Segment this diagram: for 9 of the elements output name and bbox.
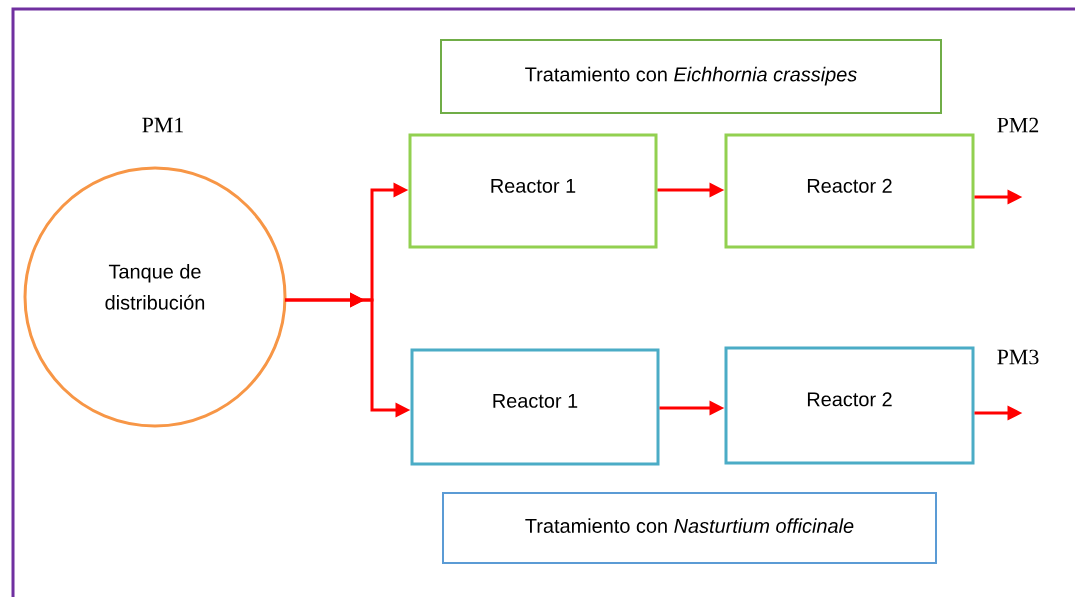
reactor-box: Reactor 1 — [410, 348, 660, 466]
reactor-box: Reactor 2 — [724, 346, 975, 465]
point-label: PM1 — [142, 117, 183, 133]
treatment-box: Tratamiento con Nasturtium officinale — [442, 492, 937, 564]
reactor-box: Reactor 1 — [408, 133, 658, 249]
reactor-box: Reactor 2 — [724, 133, 975, 249]
treatment-box: Tratamiento con Eichhornia crassipes — [440, 39, 942, 114]
point-label: PM3 — [997, 349, 1039, 365]
point-label: PM2 — [997, 117, 1039, 133]
